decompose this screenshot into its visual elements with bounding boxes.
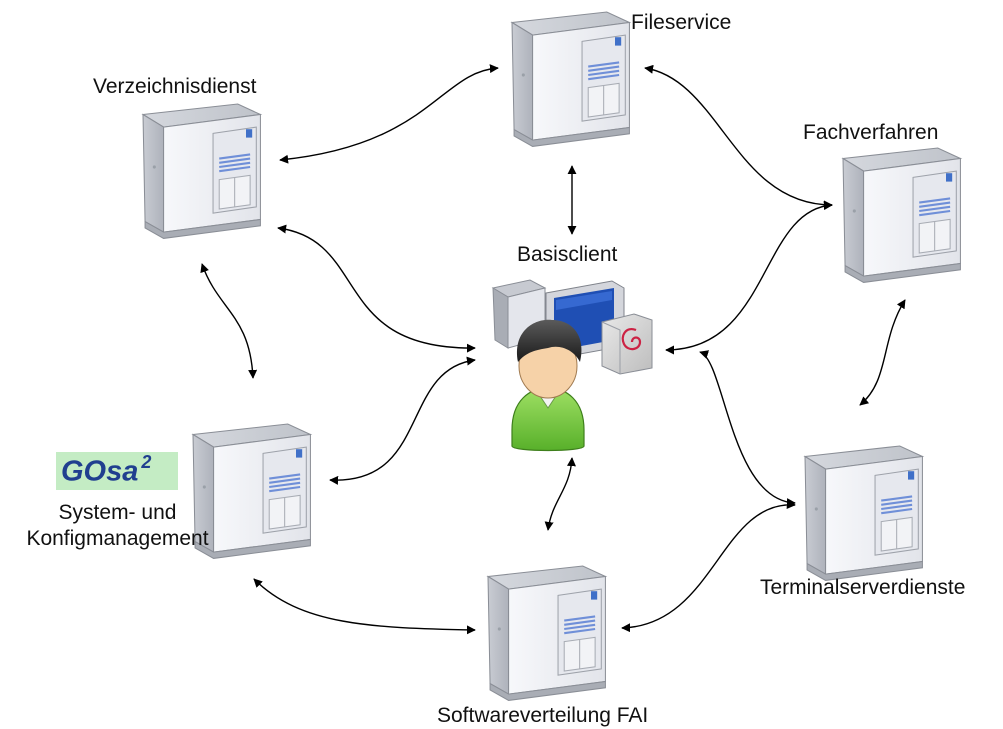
label-terminalserverdienste: Terminalserverdienste — [760, 576, 966, 599]
arrow-basisclient-software — [544, 457, 576, 531]
gosa-logo-name: GOsa — [61, 455, 139, 488]
arrow-gosa-software — [253, 578, 476, 635]
label-system-line1: System- und — [58, 501, 177, 524]
arrow-fileservice-fachverfahren — [644, 64, 833, 210]
label-softwareverteilung: Softwareverteilung FAI — [437, 704, 649, 727]
server-fileservice-icon — [510, 10, 631, 148]
server-softwareverteilung-icon — [486, 564, 607, 702]
arrow-basisclient-gosa — [329, 356, 476, 485]
label-basisclient: Basisclient — [517, 243, 618, 266]
arrow-basisclient-terminal — [699, 350, 796, 508]
label-fileservice: Fileservice — [631, 11, 732, 34]
arrow-software-terminal — [621, 499, 796, 633]
label-fachverfahren: Fachverfahren — [803, 121, 939, 144]
debian-swirl-icon — [601, 313, 653, 375]
label-verzeichnisdienst: Verzeichnisdienst — [93, 75, 257, 98]
server-verzeichnisdienst-icon — [141, 102, 262, 240]
server-fachverfahren-icon — [841, 146, 962, 284]
arrow-fachverfahren-basisclient — [665, 201, 833, 355]
label-system-line2: Konfigmanagement — [26, 527, 209, 550]
gosa-logo-superscript: 2 — [141, 452, 152, 472]
arrow-verzeichnis-gosa — [200, 263, 258, 379]
user-icon — [511, 319, 585, 452]
connection-arrows — [200, 64, 906, 635]
server-terminalserver-icon — [803, 444, 924, 582]
arrow-fachverfahren-terminal — [859, 299, 906, 406]
arrow-fileservice-verzeichnis — [279, 64, 499, 164]
arrow-verzeichnis-basisclient — [277, 224, 476, 353]
label-system-konfigmanagement: System- und Konfigmanagement — [10, 500, 225, 552]
